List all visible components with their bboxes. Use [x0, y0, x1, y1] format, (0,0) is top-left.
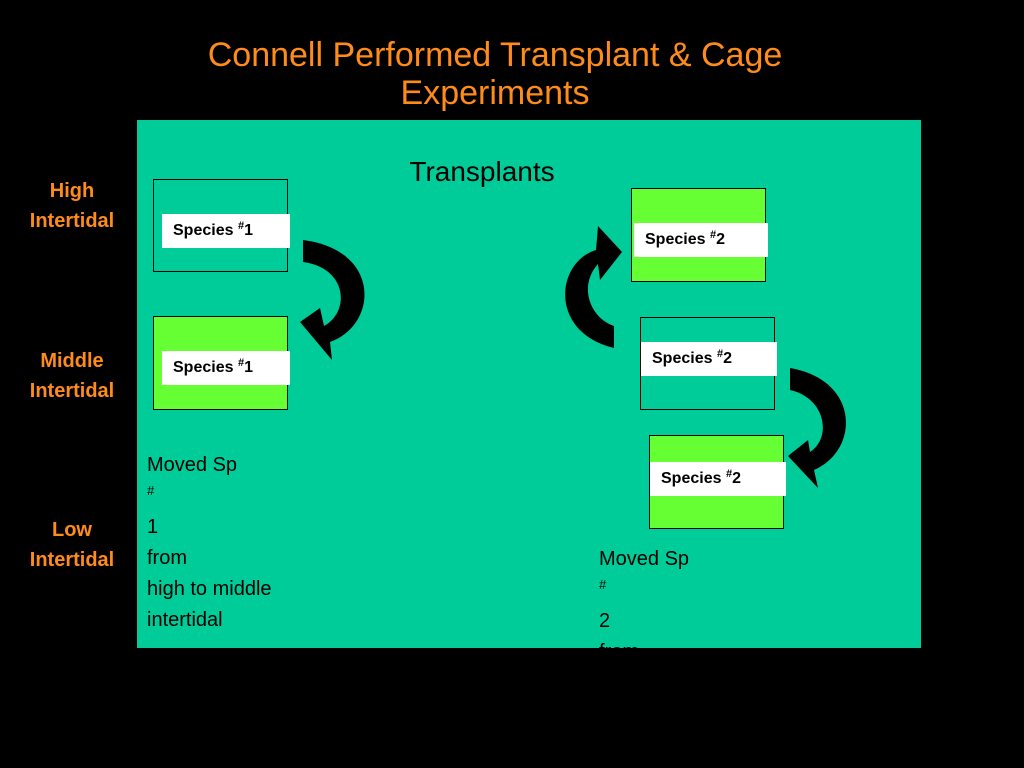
species-label-prefix: Species — [173, 359, 234, 376]
note-number: 1 — [147, 516, 159, 538]
number-sign: # — [237, 220, 245, 232]
note-text: from — [147, 547, 187, 569]
zone-label-high: High Intertidal — [4, 176, 140, 236]
species-2-middle-box: Species #2 — [640, 317, 777, 410]
zone-label-line: High — [49, 180, 95, 202]
slide-title: Connell Performed Transplant & Cage Expe… — [100, 36, 890, 112]
zone-label-line: Low — [52, 519, 92, 541]
species-2-high-box: Species #2 — [631, 188, 768, 282]
note-line: Moved Sp #2 from — [599, 544, 762, 668]
species-number: 1 — [244, 359, 253, 376]
species-label-prefix: Species — [173, 222, 234, 239]
note-line: Moved Sp #1 from — [147, 450, 272, 574]
number-sign: # — [237, 357, 245, 369]
species-number: 2 — [723, 350, 732, 367]
species-label: Species #2 — [634, 223, 768, 257]
species-1-high-box: Species #1 — [153, 179, 290, 272]
slide-title-line2: Experiments — [400, 74, 590, 112]
note-text: Moved Sp — [599, 548, 690, 570]
note-line: middle to high and — [599, 672, 763, 694]
panel-heading: Transplants — [409, 156, 555, 187]
species-label: Species #1 — [162, 351, 290, 385]
zone-label-middle: Middle Intertidal — [4, 346, 140, 406]
note-line: intertidal — [147, 609, 223, 631]
note-species-2: Moved Sp #2 from middle to high and low … — [599, 544, 762, 730]
species-number: 1 — [244, 222, 253, 239]
note-species-1: Moved Sp #1 from high to middle intertid… — [147, 450, 272, 636]
note-text: Moved Sp — [147, 454, 238, 476]
species-2-low-box: Species #2 — [649, 435, 786, 529]
number-sign: # — [599, 577, 607, 592]
note-number: 2 — [599, 610, 611, 632]
number-sign: # — [147, 483, 155, 498]
zone-label-line: Intertidal — [29, 380, 115, 402]
zone-label-line: Intertidal — [29, 210, 115, 232]
species-label-prefix: Species — [652, 350, 713, 367]
number-sign: # — [716, 348, 724, 360]
zone-label-line: Middle — [40, 350, 104, 372]
species-number: 2 — [732, 470, 741, 487]
species-label: Species #1 — [162, 214, 290, 248]
note-line: low intertidal — [599, 703, 711, 725]
slide-title-line1: Connell Performed Transplant & Cage — [207, 36, 783, 74]
species-label: Species #2 — [641, 342, 777, 376]
species-label-prefix: Species — [645, 231, 706, 248]
note-line: high to middle — [147, 578, 272, 600]
note-text: from — [599, 641, 639, 663]
zone-label-low: Low Intertidal — [4, 515, 140, 575]
species-1-middle-box: Species #1 — [153, 316, 290, 410]
species-label-prefix: Species — [661, 470, 722, 487]
number-sign: # — [709, 229, 717, 241]
number-sign: # — [725, 468, 733, 480]
species-number: 2 — [716, 231, 725, 248]
zone-label-line: Intertidal — [29, 549, 115, 571]
species-label: Species #2 — [650, 462, 786, 496]
